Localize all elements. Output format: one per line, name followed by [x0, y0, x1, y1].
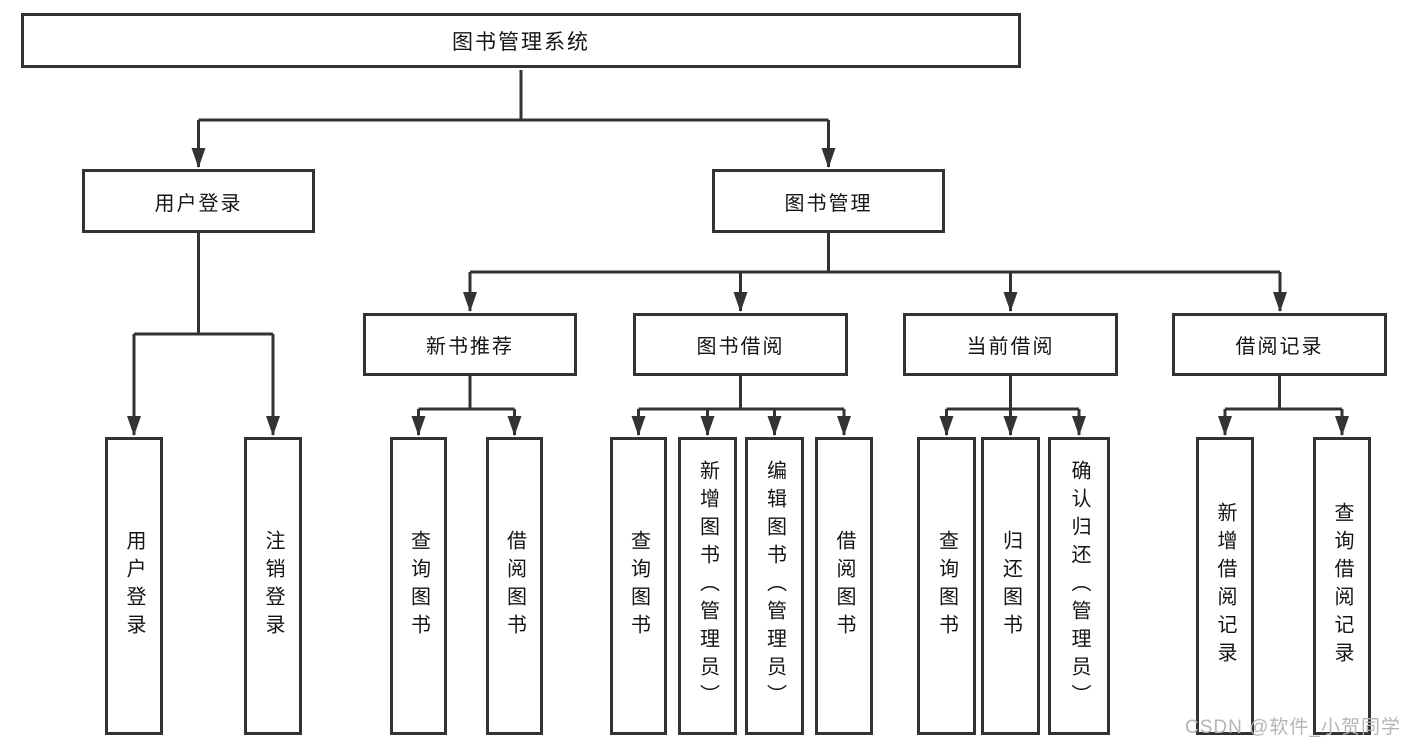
edge-current-borrow-trunk — [946, 376, 1079, 411]
leaf-bb-query-books: 查询图书 — [610, 437, 667, 735]
leaf-bb-borrow-books: 借阅图书 — [815, 437, 873, 735]
leaf-br-add-record: 新增借阅记录 — [1196, 437, 1254, 735]
leaf-cb-confirm-return-admin: 确认归还（管理员） — [1048, 437, 1110, 735]
edge-book-borrow-trunk — [638, 376, 844, 411]
node-root-system: 图书管理系统 — [21, 13, 1021, 68]
leaf-logout: 注销登录 — [244, 437, 302, 735]
edge-root-trunk — [198, 70, 829, 122]
leaf-bb-edit-book-admin: 编辑图书（管理员） — [745, 437, 804, 735]
leaf-user-login: 用户登录 — [105, 437, 163, 735]
leaf-nb-borrow-books: 借阅图书 — [486, 437, 543, 735]
node-new-book-recommend: 新书推荐 — [363, 313, 577, 376]
edge-new-book-trunk — [418, 376, 515, 411]
leaf-cb-return-book: 归还图书 — [981, 437, 1040, 735]
leaf-nb-query-books: 查询图书 — [390, 437, 447, 735]
edge-borrow-records-trunk — [1225, 376, 1342, 411]
csdn-watermark: CSDN @软件_小贺同学 — [1185, 717, 1401, 738]
node-book-borrow: 图书借阅 — [633, 313, 848, 376]
node-book-management: 图书管理 — [712, 169, 945, 233]
edge-book-management-trunk — [470, 233, 1280, 274]
edge-user-login-trunk — [134, 233, 273, 336]
node-current-borrow: 当前借阅 — [903, 313, 1118, 376]
node-borrow-records: 借阅记录 — [1172, 313, 1387, 376]
leaf-cb-query-books: 查询图书 — [917, 437, 976, 735]
leaf-bb-add-book-admin: 新增图书（管理员） — [678, 437, 737, 735]
leaf-br-query-record: 查询借阅记录 — [1313, 437, 1371, 735]
node-user-login: 用户登录 — [82, 169, 315, 233]
